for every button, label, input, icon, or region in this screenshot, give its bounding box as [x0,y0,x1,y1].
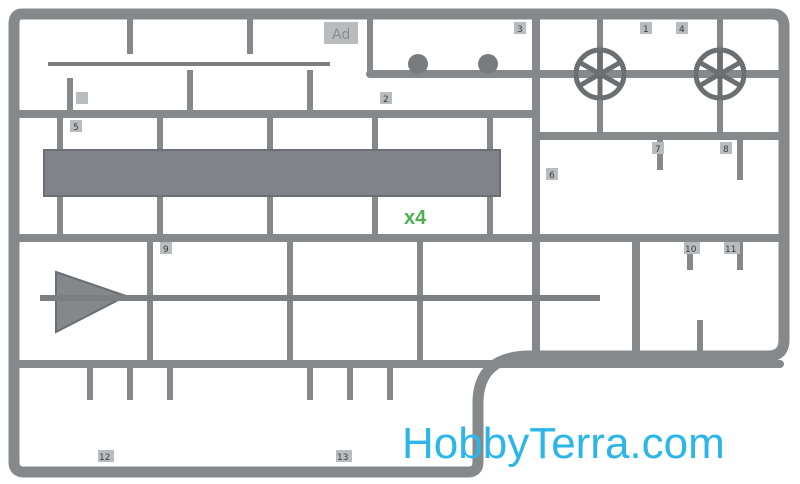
wheel-part-1 [573,47,627,101]
svg-text:2: 2 [383,95,389,105]
svg-text:12: 12 [99,453,110,463]
svg-text:9: 9 [163,245,169,255]
svg-text:11: 11 [725,245,736,255]
gear-part-2 [478,54,498,74]
triangle-part [55,270,129,334]
svg-text:6: 6 [549,171,555,181]
plate-part [43,149,501,197]
svg-text:1: 1 [643,25,649,35]
svg-text:7: 7 [655,145,661,155]
quantity-label: x4 [404,207,427,229]
svg-text:8: 8 [723,145,729,155]
wheel-part-2 [693,47,747,101]
svg-text:5: 5 [73,123,79,133]
svg-text:3: 3 [517,25,523,35]
sprue-frame [8,8,790,478]
svg-text:13: 13 [337,453,348,463]
sprue-letter: Ad [332,27,350,43]
part-number-tags: Ad 2 3 1 4 5 6 7 8 9 10 11 12 13 [70,22,740,463]
gear-part-1 [408,54,428,74]
watermark-text: HobbyTerra.com [402,419,725,468]
svg-text:10: 10 [685,245,697,255]
svg-text:4: 4 [679,25,685,35]
